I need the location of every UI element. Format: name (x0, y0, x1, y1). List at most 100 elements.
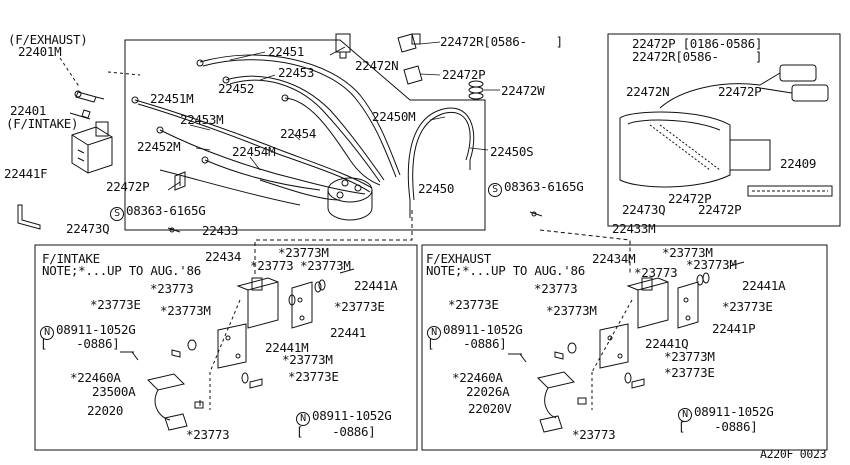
label-22472W: 22472W (501, 83, 545, 98)
label-22472P-top: 22472P (442, 67, 486, 82)
label-22434: 22434 (205, 249, 242, 264)
exhaust-box-title: F/EXHAUST (426, 251, 492, 266)
intake-0886-a: [ -0886] (40, 336, 120, 351)
label-22472R-top: 22472R[0586- ] (440, 34, 563, 49)
intake-plate-22441M-icon (217, 323, 247, 369)
bolt-08363-right-icon (529, 211, 543, 217)
exhaust-23773M-a: *23773M (686, 257, 737, 272)
exhaust-22441Q: 22441Q (645, 336, 689, 351)
inset-label-22409: 22409 (780, 156, 817, 171)
exhaust-connector-icon (508, 353, 575, 433)
exhaust-08911-b-text: 08911-1052G (694, 404, 774, 419)
exhaust-r-23773E: *23773E (722, 299, 773, 314)
intake-r-22441A: 22441A (354, 278, 398, 293)
exhaust-bracket-icon (677, 281, 699, 329)
s-circle-icon: S (488, 183, 502, 197)
inset-label-22472N: 22472N (626, 84, 670, 99)
label-f-intake-top: (F/INTAKE) (6, 116, 79, 131)
s-circle-icon: S (110, 207, 124, 221)
intake-23773-a: *23773 (250, 258, 294, 273)
inset-harness-icon (619, 64, 829, 188)
intake-08911-b-text: 08911-1052G (312, 408, 392, 423)
exhaust-23773-b: *23773 (534, 281, 578, 296)
intake-ignitor-icon (236, 277, 279, 329)
n-circle-icon: N (678, 408, 692, 422)
figure-code: A220F 0023 (760, 447, 827, 461)
intake-r-23773M: *23773M (278, 245, 329, 260)
exhaust-r-22441A: 22441A (742, 278, 786, 293)
plug-cap-22472P-icon (403, 65, 423, 85)
sensor-22401M-icon (74, 90, 105, 103)
exhaust-frame (421, 244, 828, 451)
exhaust-23773M-b: *23773M (546, 303, 597, 318)
intake-bracket-icon (291, 281, 313, 329)
intake-23773M-c: *23773M (282, 352, 333, 367)
intake-connector-icon (120, 351, 188, 431)
intake-23773M-b: *23773M (160, 303, 211, 318)
exhaust-23773E-b: *23773E (664, 365, 715, 380)
exhaust-0886-a: [ -0886] (427, 336, 507, 351)
exhaust-08911-a-text: 08911-1052G (443, 322, 523, 337)
intake-box-note: NOTE;*...UP TO AUG.'86 (42, 263, 201, 278)
label-22472N-top: 22472N (355, 58, 399, 73)
n-circle-icon: N (40, 326, 54, 340)
inset-22409-icon (747, 185, 833, 197)
inset-label-22472P-a: 22472P (718, 84, 762, 99)
exhaust-23773M-c: *23773M (664, 349, 715, 364)
label-22454M: 22454M (232, 144, 276, 159)
label-22453: 22453 (278, 65, 315, 80)
grommet-22472W-icon (468, 80, 484, 100)
label-22453M: 22453M (180, 112, 224, 127)
exhaust-0886-b: [ -0886] (678, 419, 758, 434)
intake-box-title: F/INTAKE (42, 251, 100, 266)
exhaust-22460A: *22460A (452, 370, 503, 385)
exhaust-23773-c: *23773 (572, 427, 616, 442)
label-22450: 22450 (418, 181, 455, 196)
exhaust-22020V: 22020V (468, 401, 512, 416)
label-22433-left: 22433 (202, 223, 239, 238)
label-22472P-left: 22472P (106, 179, 150, 194)
intake-23500A: 23500A (92, 384, 136, 399)
intake-23773-b: *23773 (150, 281, 194, 296)
label-22452M: 22452M (137, 139, 181, 154)
intake-23773E-a: *23773E (90, 297, 141, 312)
inset-frame (607, 33, 841, 227)
label-22433M: 22433M (612, 221, 656, 236)
intake-23773M-a: *23773M (300, 258, 351, 273)
label-22401: 22401 (10, 103, 47, 118)
label-22451: 22451 (268, 44, 305, 59)
inset-label-22473Q: 22473Q (622, 202, 666, 217)
label-08363-left-text: 08363-6165G (126, 203, 206, 218)
intake-22020: 22020 (87, 403, 124, 418)
exhaust-23773-a: *23773 (634, 265, 678, 280)
label-22452: 22452 (218, 81, 255, 96)
intake-r-22441: 22441 (330, 325, 367, 340)
label-22441F: 22441F (4, 166, 48, 181)
distributor-cap-icon (327, 177, 373, 221)
inset-label-22472P-b: 22472P (668, 191, 712, 206)
label-f-exhaust-top: (F/EXHAUST) (8, 32, 88, 47)
label-22450M: 22450M (372, 109, 416, 124)
bolt-08363-left-icon (167, 227, 181, 233)
inset-label-22472P-c: 22472P (698, 202, 742, 217)
intake-washers-icon (171, 268, 355, 389)
exhaust-23773E-a: *23773E (448, 297, 499, 312)
label-22434M: 22434M (592, 251, 636, 266)
label-22451M: 22451M (150, 91, 194, 106)
sensor-22401-icon (69, 109, 91, 120)
label-08363-right-text: 08363-6165G (504, 179, 584, 194)
coil-leads-icon (407, 107, 475, 218)
n-circle-icon: N (296, 412, 310, 426)
intake-08911-a-text: 08911-1052G (56, 322, 136, 337)
exhaust-plate-22441Q-icon (599, 323, 629, 369)
intake-23773E-b: *23773E (288, 369, 339, 384)
exhaust-ignitor-icon (626, 277, 669, 329)
plug-wires-icon (131, 54, 401, 206)
exhaust-r-22441P: 22441P (712, 321, 756, 336)
